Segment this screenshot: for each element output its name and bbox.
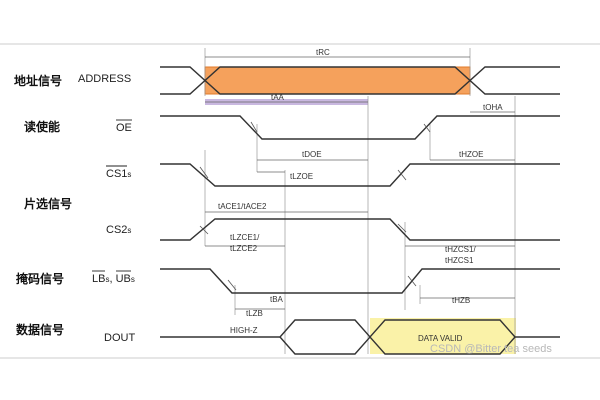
timing-label-tace: tACE1/tACE2 [218,202,267,211]
watermark-text: CSDN @Bitter tea seeds [430,343,552,355]
dout-highz-label: HIGH-Z [230,326,258,335]
signal-name-dout: DOUT [104,332,135,344]
timing-label-toha: tOHA [483,103,503,112]
waveform-cs2 [160,218,560,241]
waveform-cs1 [160,163,560,187]
timing-label-tdoe: tDOE [302,150,322,159]
timing-label-thzcs1a: tHZCS1/ [445,245,476,254]
group-label-data: 数据信号 [16,322,64,337]
timing-label-tlzce2: tLZCE2 [230,244,258,253]
dout-data-valid-label: DATA VALID [418,334,463,343]
timing-label-thzcs1b: tHZCS1 [445,256,474,265]
edge-ticks [199,121,431,291]
group-label-mask: 掩码信号 [16,271,64,286]
waveform-lb-ub [160,268,560,294]
waveform-address [160,66,560,95]
group-label-address: 地址信号 [14,73,62,88]
timing-label-taa: tAA [271,93,285,102]
group-label-chip-select: 片选信号 [24,196,72,211]
signal-name-lb-ub: LBs, UBs [92,273,135,285]
signal-name-cs2: CS2s [106,224,131,236]
waveform-oe [160,115,560,140]
timing-label-tlzoe: tLZOE [290,172,313,181]
timing-label-tlzce1: tLZCE1/ [230,233,260,242]
waveform-dout [160,319,560,355]
signal-name-cs1: CS1s [106,168,131,180]
guide-lines [204,48,516,354]
timing-label-thzoe: tHZOE [459,150,483,159]
timing-label-thzb: tHZB [452,296,470,305]
address-valid-highlight [204,66,471,95]
signal-name-address: ADDRESS [78,73,131,85]
dimension-lines [205,56,515,310]
timing-label-tlzb: tLZB [246,309,263,318]
timing-label-trc: tRC [316,48,330,57]
signal-name-oe: OE [116,122,132,134]
timing-label-tba: tBA [270,295,284,304]
group-label-read-enable: 读使能 [24,119,60,134]
data-valid-highlight [370,318,516,354]
